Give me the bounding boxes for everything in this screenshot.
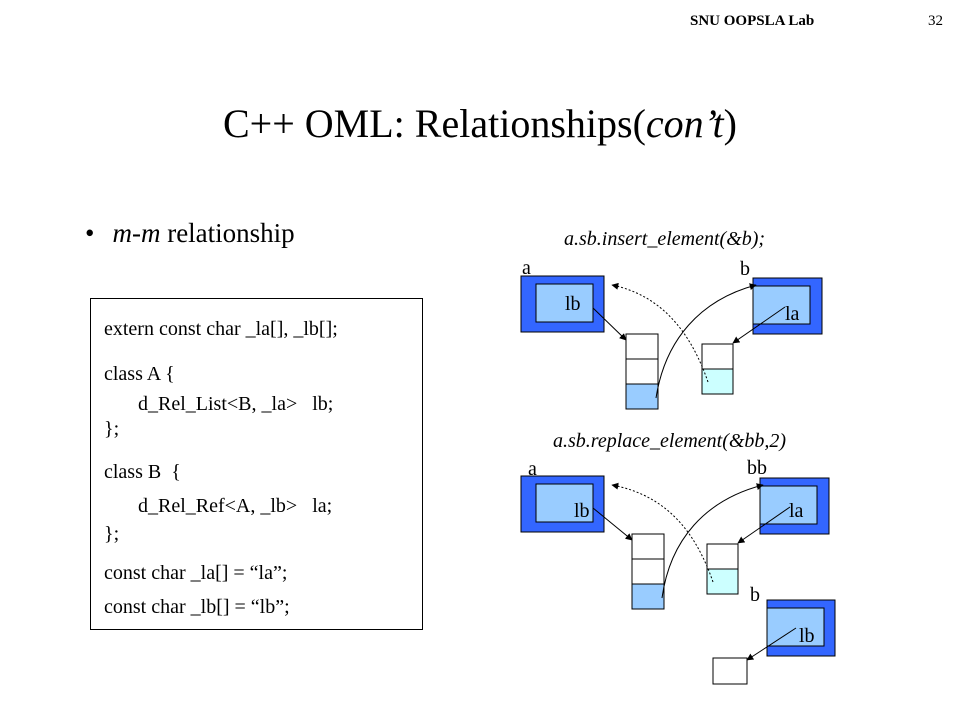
field-lb3: lb: [799, 625, 815, 647]
arrow2-la-to-ref: [737, 506, 791, 544]
label-b: b: [740, 258, 750, 280]
title-italic: con’t: [645, 101, 724, 146]
code-line-1: extern const char _la[], _lb[];: [104, 318, 338, 340]
list-cell-1: [625, 333, 659, 360]
arrow-list-to-b: [655, 283, 757, 399]
list-cell-2: [625, 358, 659, 385]
arrow2-lb-to-list: [592, 507, 633, 541]
field-lb: lb: [565, 293, 581, 315]
code-line-5: class B {: [104, 461, 181, 483]
page-number: 32: [928, 13, 943, 29]
code-line-7: };: [104, 523, 120, 545]
ref2-cell-set: [706, 568, 739, 595]
code-line-4: };: [104, 418, 120, 440]
object-a2-lb-field: [535, 483, 594, 523]
label-b2: b: [750, 584, 760, 606]
list2-cell-2: [631, 558, 665, 585]
caption-insert: a.sb.insert_element(&b);: [564, 228, 766, 250]
field-la2: la: [789, 500, 804, 522]
list-cell-3: [625, 383, 659, 410]
label-bb: bb: [747, 457, 767, 479]
b2-list-cell: [712, 657, 748, 685]
arrow-lb-to-list: [592, 307, 627, 341]
field-la: la: [785, 303, 800, 325]
object-a-lb-field: [535, 283, 594, 323]
title-main: C++ OML: Relationships(: [223, 101, 646, 146]
label-a2: a: [528, 458, 537, 480]
code-line-8: const char _la[] = “la”;: [104, 562, 288, 584]
ref-cell-set: [701, 368, 734, 395]
code-line-3: d_Rel_List<B, _la> lb;: [138, 393, 334, 415]
label-a: a: [522, 257, 531, 279]
code-box: [90, 298, 423, 630]
header-lab: SNU OOPSLA Lab: [690, 13, 815, 29]
object-b2-lb-field: [766, 607, 825, 647]
arrow2-ref-to-a: [611, 482, 714, 583]
bullet-text: relationship: [160, 218, 295, 248]
arrow2-list-to-bb: [661, 483, 764, 599]
ref2-cell-empty: [706, 543, 739, 570]
list2-cell-3: [631, 583, 665, 610]
object-bb-la-field: [759, 485, 818, 525]
list2-cell-1: [631, 533, 665, 560]
caption-replace: a.sb.replace_element(&bb,2): [553, 430, 787, 452]
object-b-la-field: [752, 285, 811, 325]
bullet-italic: m-m: [112, 218, 161, 248]
title-close: ): [723, 101, 737, 146]
bullet-item: • m-m relationship: [85, 218, 295, 249]
arrow2-b-lb-to-cell: [746, 627, 797, 661]
slide-title: C++ OML: Relationships(con’t): [0, 100, 960, 147]
ref-cell-empty: [701, 343, 734, 370]
bullet-dot-icon: •: [85, 218, 95, 248]
code-line-2: class A {: [104, 363, 175, 385]
arrow-la-to-ref: [732, 306, 786, 344]
code-line-9: const char _lb[] = “lb”;: [104, 596, 290, 618]
code-line-6: d_Rel_Ref<A, _lb> la;: [138, 495, 333, 517]
field-lb2: lb: [574, 500, 590, 522]
